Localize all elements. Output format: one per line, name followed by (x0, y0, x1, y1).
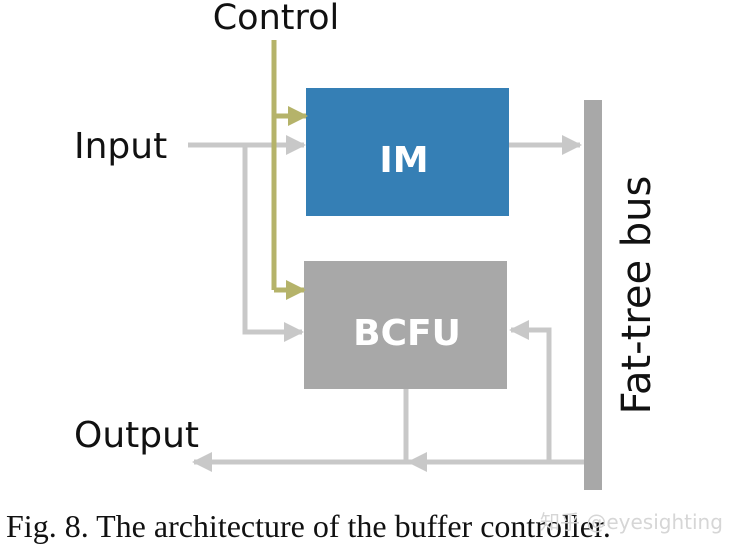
output-label: Output (74, 415, 199, 456)
im-block (306, 88, 509, 216)
buffer-controller-diagram: Control Input Output IM BCFU Fat-tree bu… (74, 0, 660, 490)
bus-to-bcfu-line (509, 320, 552, 462)
input-label: Input (74, 126, 167, 167)
bus-label: Fat-tree bus (614, 176, 660, 415)
bcfu-block (304, 261, 507, 389)
watermark: 知乎 @eyesighting (540, 510, 723, 534)
input-to-bcfu-line (242, 145, 304, 342)
control-label: Control (213, 0, 340, 38)
im-label: IM (379, 140, 428, 181)
bcfu-label: BCFU (353, 313, 461, 354)
fat-tree-bus (584, 100, 602, 490)
figure-caption: Fig. 8. The architecture of the buffer c… (6, 508, 611, 544)
